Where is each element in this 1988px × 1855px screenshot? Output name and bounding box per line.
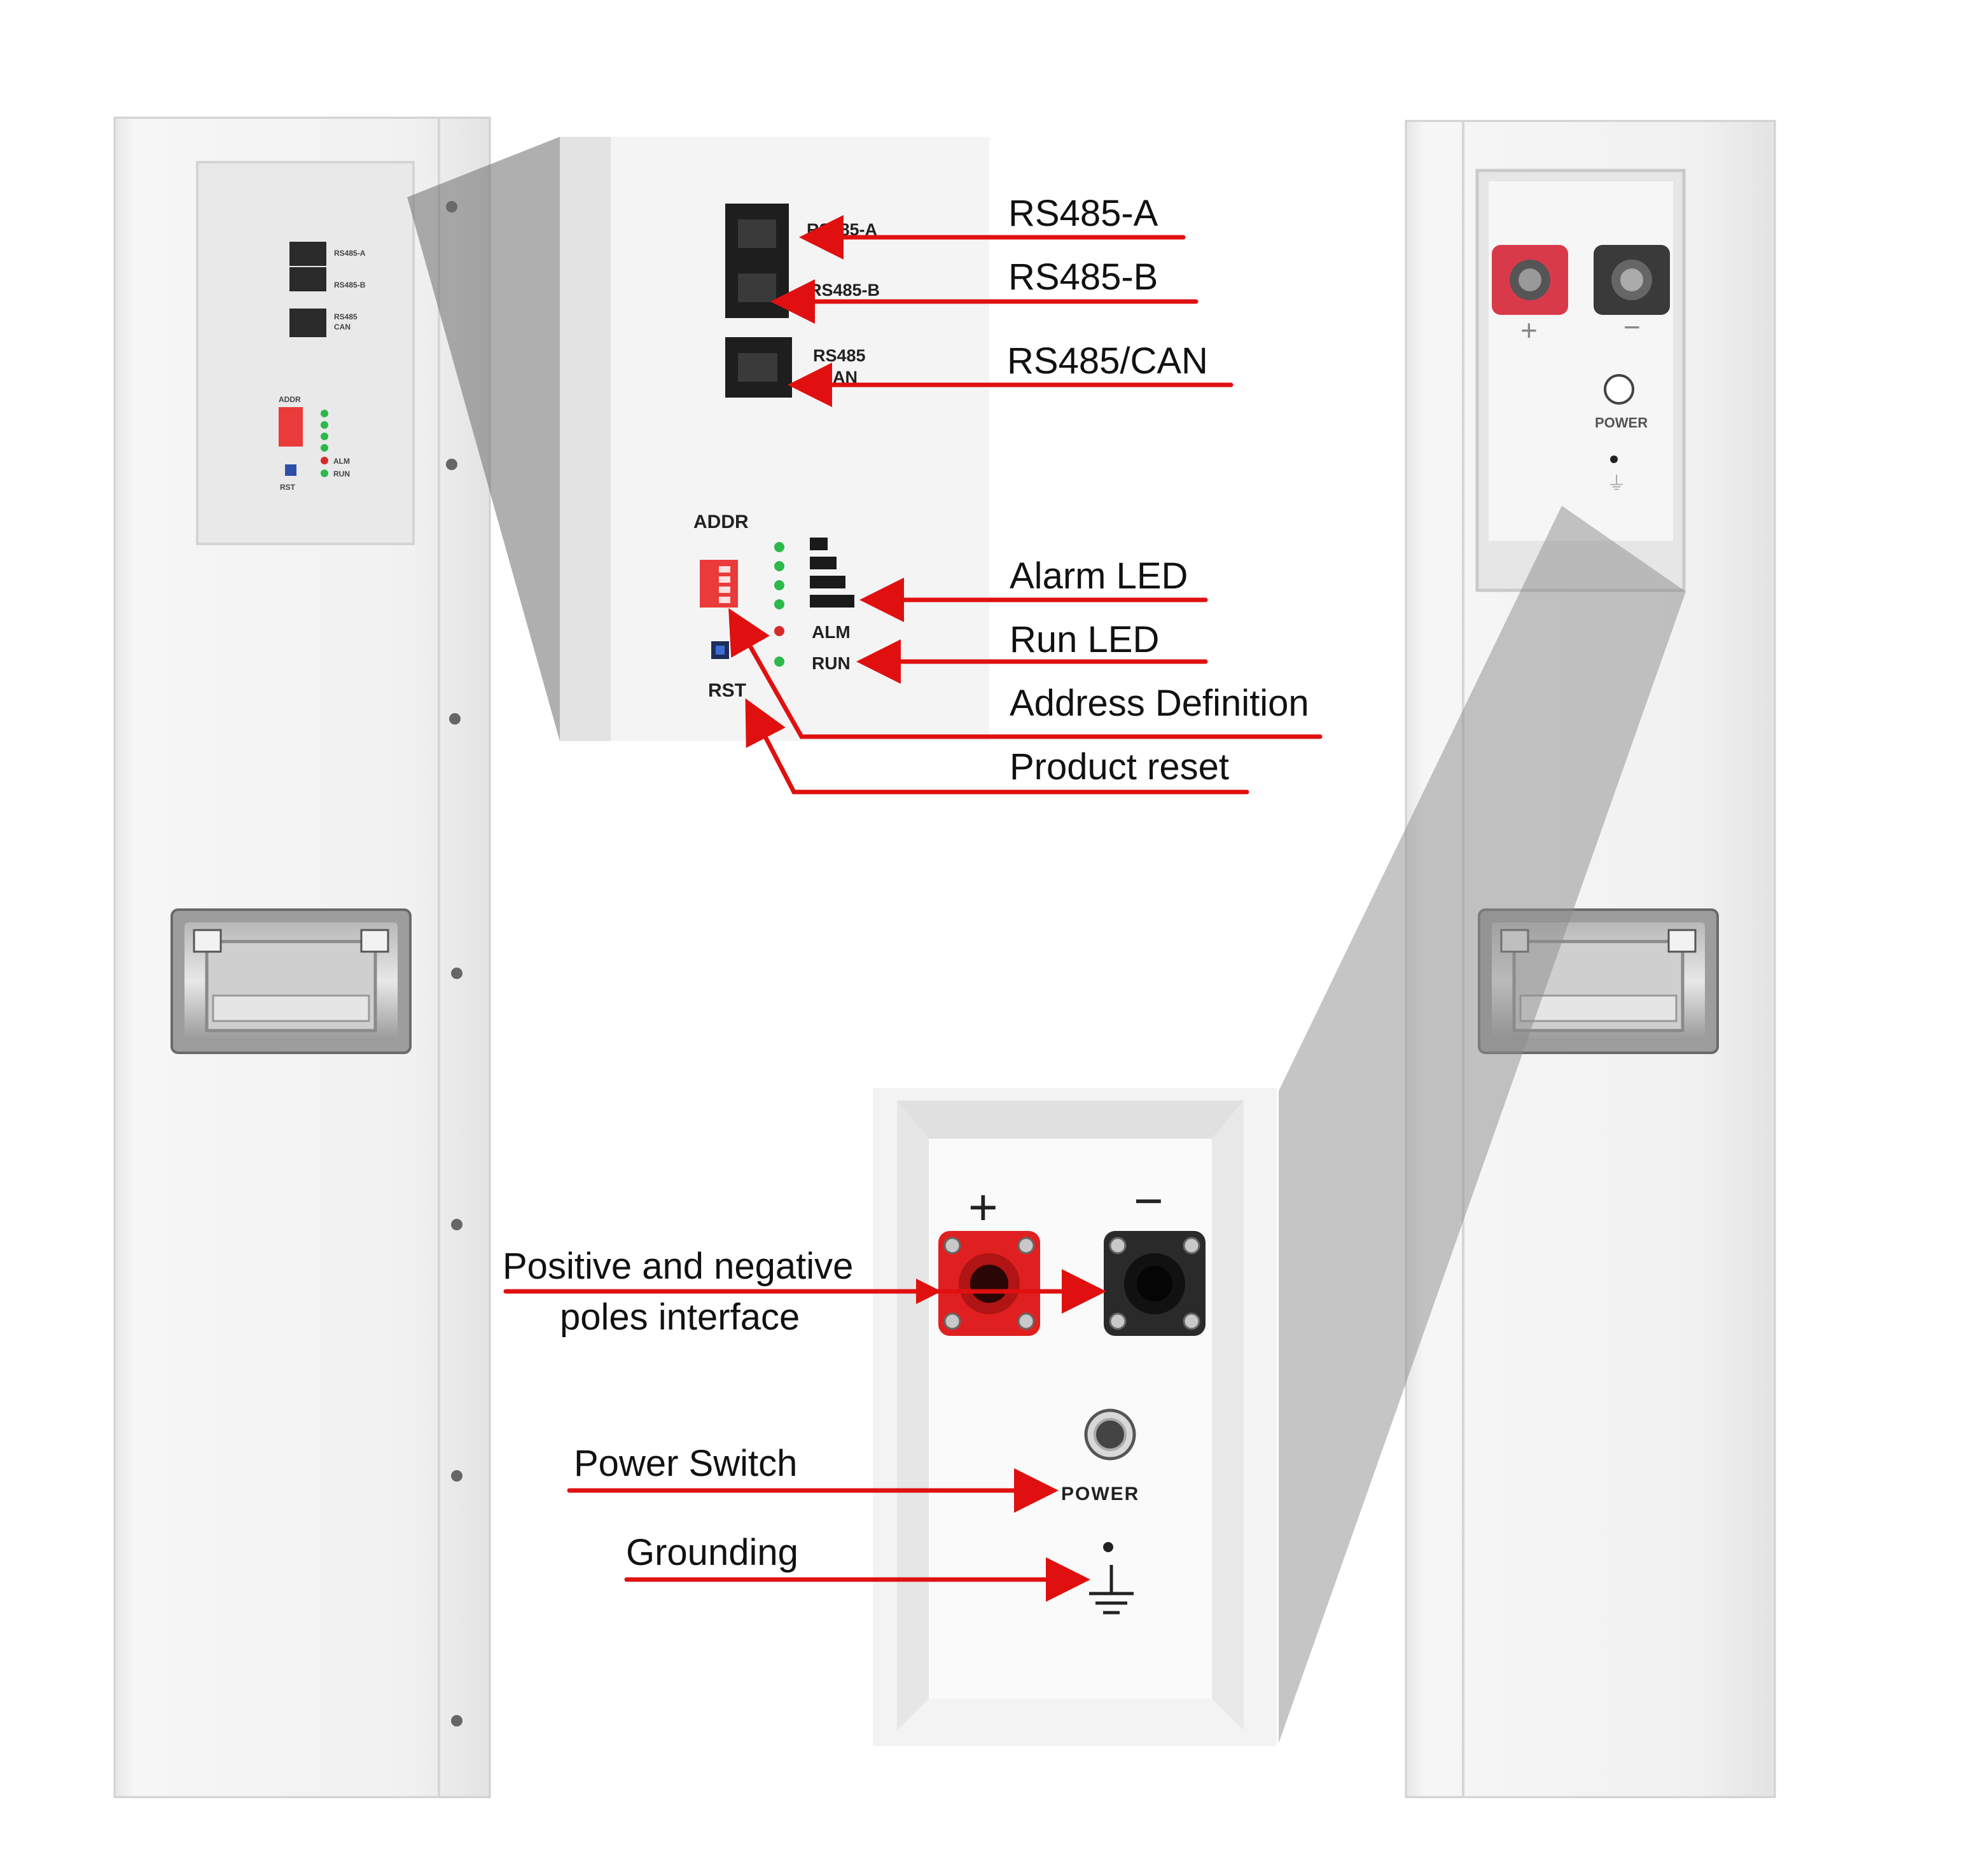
ground-point [1103,1542,1113,1552]
small-run-led [321,469,328,477]
arrowhead-poles-positive [916,1279,942,1304]
rs485-b-port-label: RS485-B [809,281,880,300]
zoom-cone-right [1279,506,1686,1743]
label-run-led: Run LED [1010,619,1159,660]
label-rs485-b: RS485-B [1008,256,1158,298]
rs485-port-label: RS485 [813,346,866,365]
recess-inner [1489,181,1673,541]
rst-label: RST [708,680,746,701]
arrow-product-reset [745,698,1249,795]
cabinet-recess [196,161,415,545]
small-run-label: RUN [333,469,350,478]
label-address-definition: Address Definition [1010,683,1309,724]
small-minus-label: − [1623,310,1641,344]
positive-terminal [938,1231,1040,1336]
soc-bar [810,595,854,608]
screw [451,1470,462,1482]
rj45-port-rs485-can [289,309,326,337]
screw [446,459,457,470]
carry-handle [170,908,412,1054]
screw [451,968,462,979]
soc-bar [810,576,845,588]
small-can-label: CAN [334,323,351,331]
run-led [774,657,784,667]
small-rs485-a-label: RS485-A [334,249,366,258]
small-rs485-label: RS485 [334,312,358,321]
zoom-cone-left [407,137,560,741]
small-power-label: POWER [1595,415,1648,431]
small-led [321,444,328,452]
soc-bar [810,538,828,550]
plus-label: + [968,1179,998,1235]
small-plus-label: + [1520,314,1538,347]
small-alm-led [321,457,328,464]
soc-led [774,561,784,571]
alm-label: ALM [812,622,851,642]
label-rs485-can: RS485/CAN [1007,340,1208,382]
addr-label: ADDR [693,511,749,532]
screw [451,1219,462,1230]
comm-panel-zoom: RS485-A RS485-B RS485 /CAN ADDR ALM RUN … [560,137,989,741]
small-rs485-b-label: RS485-B [334,281,366,289]
label-power-switch: Power Switch [574,1443,797,1484]
power-panel-zoom: + − POWER [873,1088,1277,1746]
negative-terminal [1104,1231,1206,1336]
soc-bar [810,557,837,569]
screw [449,713,461,725]
minus-label: − [1134,1172,1164,1229]
power-label: POWER [1061,1483,1139,1504]
small-alm-label: ALM [333,457,350,466]
rj45-port-rs485-b [289,267,326,291]
small-power-button [1604,374,1634,405]
label-rs485-a: RS485-A [1008,193,1158,234]
label-product-reset: Product reset [1010,746,1229,788]
run-label: RUN [812,653,851,673]
small-led [321,433,328,440]
soc-led [774,580,784,590]
label-grounding: Grounding [626,1532,798,1573]
small-ground-icon: ⏚ [1607,473,1626,494]
small-led [321,421,328,429]
small-led [321,410,328,417]
small-dip-switch [279,407,303,447]
small-ground-point [1610,455,1618,463]
label-poles-line2: poles interface [560,1296,800,1338]
label-poles-line1: Positive and negative [503,1246,853,1287]
small-positive-terminal [1492,245,1568,315]
label-alarm-led: Alarm LED [1010,555,1188,597]
small-reset-button [285,464,296,476]
small-addr-label: ADDR [279,395,301,404]
ground-icon [1089,1565,1134,1615]
small-negative-terminal [1594,245,1670,315]
alarm-led [774,626,784,636]
callout-arrows [503,215,1323,1602]
soc-led [774,599,784,609]
left-battery-cabinet: RS485-A RS485-B RS485 CAN ADDR ALM RUN R… [113,116,491,1798]
arrow-address-definition [728,608,1323,739]
rj45-port-rs485-a [289,242,326,266]
screw [451,1715,462,1726]
soc-led [774,542,784,552]
small-rst-label: RST [280,483,296,492]
